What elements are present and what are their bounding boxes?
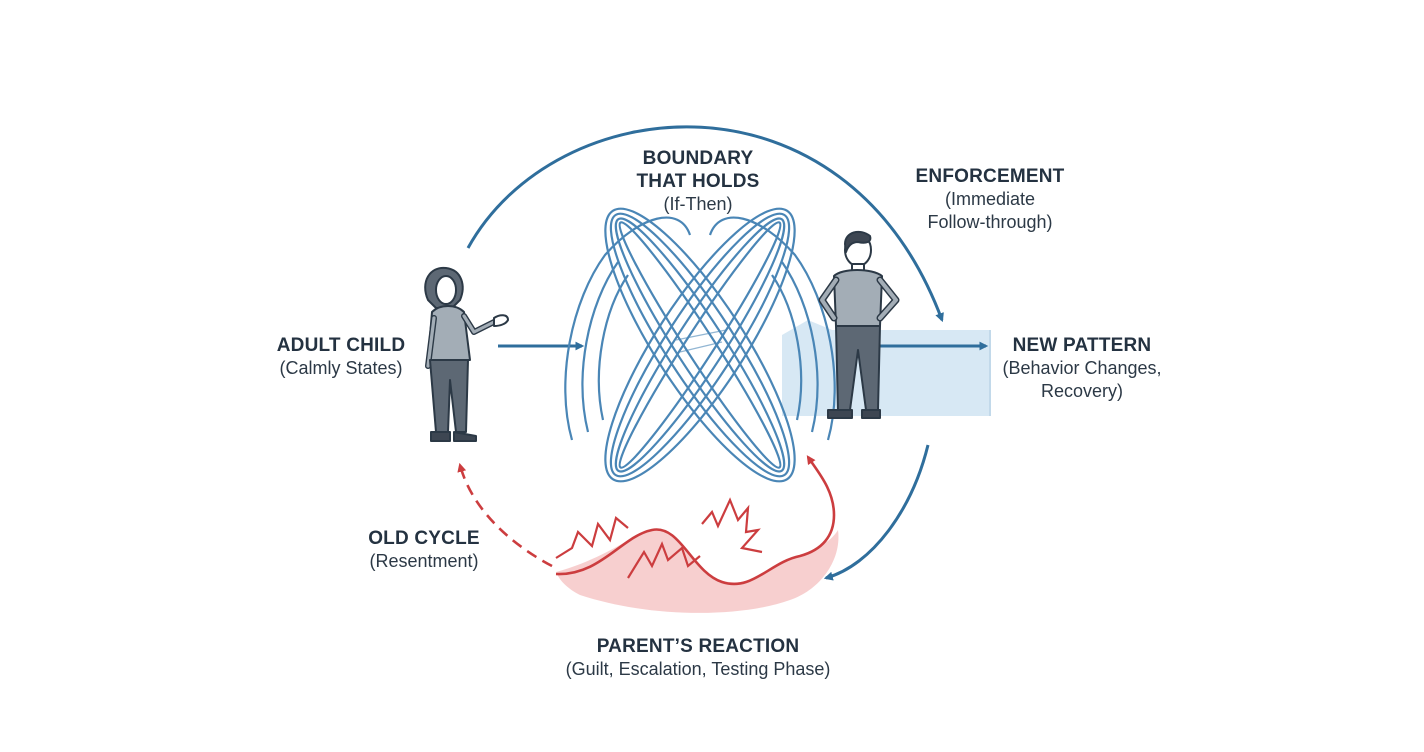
adult-child-figure <box>424 266 509 442</box>
boundary-label: BOUNDARY THAT HOLDS (If-Then) <box>598 147 798 216</box>
parent-reaction-title: PARENT’S REACTION <box>596 636 800 657</box>
parent-reaction-subtitle: (Guilt, Escalation, Testing Phase) <box>565 659 831 679</box>
recovery-return-arc <box>823 444 930 581</box>
boundary-subtitle: (If-Then) <box>663 194 733 214</box>
escalation-spike-mid <box>627 541 701 579</box>
adult-child-subtitle: (Calmly States) <box>279 358 403 378</box>
escalation-spike-right <box>701 497 763 554</box>
new-pattern-subtitle-line2: Recovery) <box>1040 381 1124 401</box>
old-cycle-title: OLD CYCLE <box>368 528 480 549</box>
new-pattern-band <box>782 320 990 416</box>
new-pattern-label: NEW PATTERN (Behavior Changes, Recovery) <box>984 334 1180 403</box>
adult-child-label: ADULT CHILD (Calmly States) <box>256 334 426 380</box>
old-cycle-label: OLD CYCLE (Resentment) <box>344 527 504 573</box>
adult-child-title: ADULT CHILD <box>276 335 406 356</box>
enforcement-label: ENFORCEMENT (Immediate Follow-through) <box>890 165 1090 234</box>
boundary-title-line2: THAT HOLDS <box>636 171 760 192</box>
new-pattern-title: NEW PATTERN <box>1012 335 1152 356</box>
enforcement-subtitle-line2: Follow-through) <box>927 212 1053 232</box>
boundary-symbol <box>564 207 836 483</box>
parent-figure <box>818 230 900 419</box>
parent-reaction-label: PARENT’S REACTION (Guilt, Escalation, Te… <box>518 635 878 681</box>
parent-reaction-wave <box>555 455 836 586</box>
enforcement-title: ENFORCEMENT <box>915 166 1065 187</box>
enforcement-subtitle-line1: (Immediate <box>944 189 1036 209</box>
new-pattern-subtitle-line1: (Behavior Changes, <box>1002 358 1162 378</box>
enforcement-arc <box>466 125 944 323</box>
parent-reaction-fill <box>556 528 839 613</box>
escalation-spike-left <box>555 516 629 559</box>
old-cycle-subtitle: (Resentment) <box>369 551 479 571</box>
boundary-title-line1: BOUNDARY <box>642 148 754 169</box>
